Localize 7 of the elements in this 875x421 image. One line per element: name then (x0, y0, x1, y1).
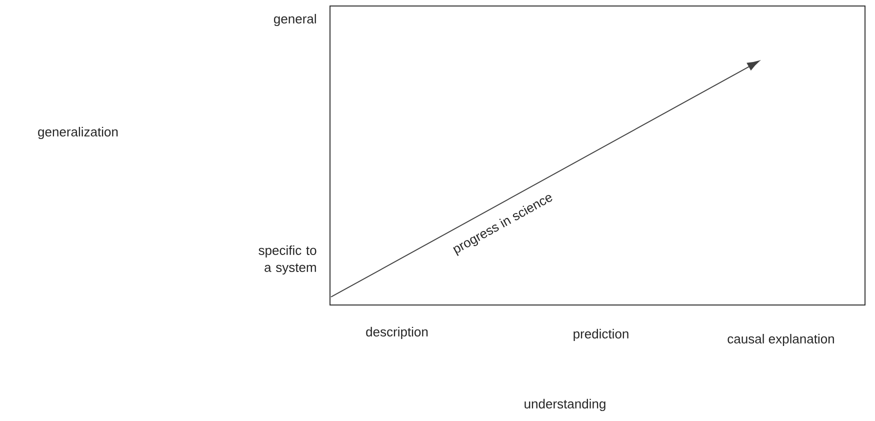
axis-label: generalization (38, 126, 118, 140)
axis-label: prediction (574, 328, 628, 342)
axis-label: understanding (524, 398, 606, 412)
axis-label: description (366, 326, 428, 340)
axis-label: causal explanation (728, 334, 834, 346)
axis-label: specific to a system (258, 245, 316, 275)
axis-label: general (274, 14, 316, 26)
